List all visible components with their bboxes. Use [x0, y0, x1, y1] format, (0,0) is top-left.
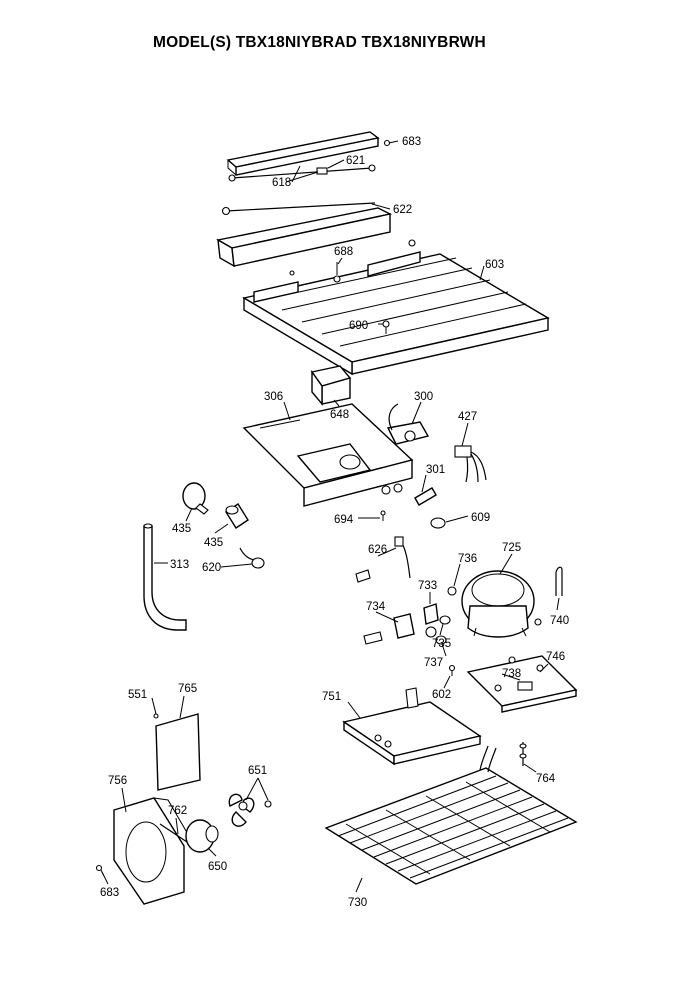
- label-301: 301: [426, 464, 445, 476]
- leader-lines: [101, 159, 560, 893]
- label-746: 746: [546, 651, 565, 663]
- part-740-clip: [555, 566, 563, 596]
- part-621-rail: [226, 131, 380, 176]
- part-730-condenser-coil: [324, 745, 578, 885]
- part-620-grommet: [239, 547, 265, 569]
- part-751-drain-pan: [342, 687, 482, 766]
- label-683-top: 683: [402, 136, 421, 148]
- part-301-bulb-socket: [414, 487, 437, 506]
- label-756: 756: [108, 775, 127, 787]
- label-651: 651: [248, 765, 267, 777]
- label-725: 725: [502, 542, 521, 554]
- label-620: 620: [202, 562, 221, 574]
- part-603-shelf: [242, 239, 550, 376]
- part-651-fan-blade: [228, 793, 272, 827]
- diagram-title: MODEL(S) TBX18NIYBRAD TBX18NIYBRWH: [153, 34, 486, 51]
- label-762: 762: [168, 805, 187, 817]
- label-306: 306: [264, 391, 283, 403]
- part-313-drain-tube: [143, 523, 187, 631]
- label-626: 626: [368, 544, 387, 556]
- part-300-thermostat: [386, 403, 430, 445]
- part-683-screw-top: [383, 139, 399, 147]
- part-690-screw: [378, 320, 390, 334]
- part-737-grommet: [435, 635, 447, 645]
- label-765: 765: [178, 683, 197, 695]
- label-737: 737: [424, 657, 443, 669]
- label-733: 733: [418, 580, 437, 592]
- label-740: 740: [550, 615, 569, 627]
- label-435-socket: 435: [204, 537, 223, 549]
- part-626-overload: [355, 536, 411, 583]
- label-690: 690: [349, 320, 368, 332]
- part-435-socket: [225, 503, 249, 529]
- part-736-grommet: [447, 586, 457, 596]
- label-764: 764: [536, 773, 556, 785]
- part-602-screw: [448, 664, 456, 676]
- label-313: 313: [170, 559, 189, 571]
- label-738: 738: [502, 668, 521, 680]
- label-435-bulb: 435: [172, 523, 191, 535]
- label-736: 736: [458, 553, 477, 565]
- part-694-screw: [380, 510, 386, 521]
- part-765-shroud-panel: [155, 713, 201, 791]
- label-609: 609: [471, 512, 490, 524]
- label-735: 735: [432, 638, 451, 650]
- part-734-capacitor: [363, 613, 415, 645]
- part-725-compressor: [461, 570, 542, 638]
- channel-bracket: [216, 207, 393, 268]
- label-730: 730: [348, 897, 367, 909]
- label-648: 648: [330, 409, 349, 421]
- label-602: 602: [432, 689, 451, 701]
- label-683-bottom: 683: [100, 887, 119, 899]
- part-306-control-housing: [242, 403, 414, 507]
- part-648-timer: [310, 365, 352, 406]
- label-618: 618: [272, 177, 291, 189]
- part-688-screw: [333, 262, 341, 283]
- part-650-fan-motor: [185, 819, 219, 853]
- label-621: 621: [346, 155, 365, 167]
- part-labels: 683 621 618 622 688 603 690 306 648 300 …: [100, 136, 569, 909]
- label-603: 603: [485, 259, 504, 271]
- part-618-rod: [228, 164, 376, 182]
- part-733-relay: [423, 603, 439, 638]
- part-746-base-plate: [466, 655, 578, 713]
- label-622: 622: [393, 204, 412, 216]
- label-650: 650: [208, 861, 227, 873]
- part-762-bracket: [159, 823, 191, 845]
- part-735-clip: [439, 615, 451, 625]
- part-609-knob: [430, 517, 446, 529]
- part-764-clip: [519, 742, 527, 766]
- part-435-light-bulb: [182, 482, 209, 515]
- label-751: 751: [322, 691, 341, 703]
- label-734: 734: [366, 601, 386, 613]
- part-427-wire-harness: [454, 445, 487, 483]
- label-551: 551: [128, 689, 147, 701]
- label-300: 300: [414, 391, 433, 403]
- part-551-screw: [153, 713, 159, 719]
- part-622-rod: [221, 202, 376, 216]
- label-427: 427: [458, 411, 477, 423]
- label-688: 688: [334, 246, 353, 258]
- label-694: 694: [334, 514, 354, 526]
